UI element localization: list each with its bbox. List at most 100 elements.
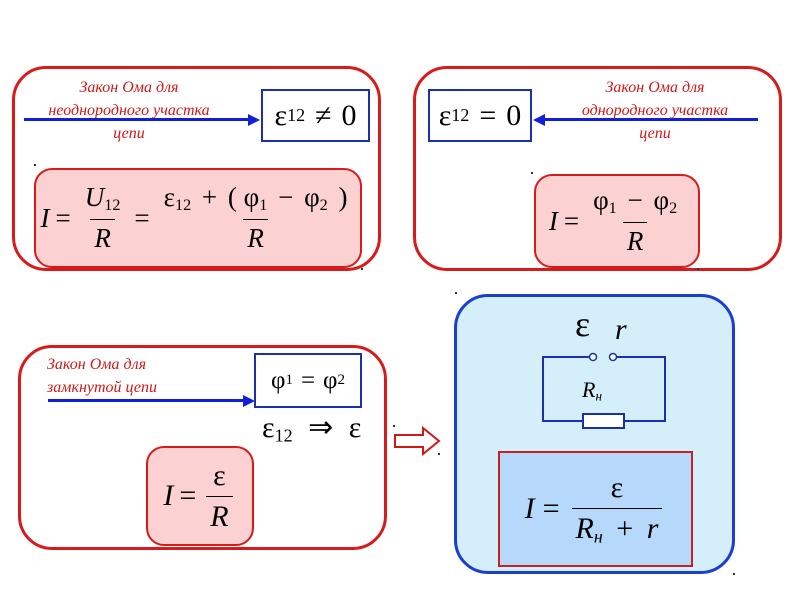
decor-dot	[361, 268, 363, 270]
arrow-right-line	[24, 118, 250, 121]
internal-resistance-label: r	[615, 313, 627, 346]
voltage-subscript: 12	[104, 196, 121, 215]
caption-line: цепи	[113, 125, 145, 142]
hollow-right-arrow-icon	[394, 426, 441, 456]
circuit-diagram	[542, 352, 666, 429]
plus-sign: +	[616, 511, 634, 545]
equals-sign: =	[55, 202, 71, 233]
phi-subscript: 2	[669, 199, 678, 218]
formula-box-closed: I = ε R	[146, 446, 254, 546]
formula-box-circuit: I = ε Rн + r	[498, 451, 693, 567]
emf-symbol: ε	[438, 98, 452, 132]
caption-closed: Закон Ома для замкнутой цепи	[47, 353, 247, 399]
equals-sign: =	[179, 479, 197, 512]
formula-box-uniform: I = φ1 − φ2 R	[534, 174, 700, 268]
resistance-symbol: R	[206, 495, 233, 534]
caption-line: цепи	[639, 125, 671, 142]
resistance-symbol: R	[90, 218, 115, 254]
phi-symbol: φ	[304, 182, 320, 213]
emf-subscript: 12	[287, 105, 306, 125]
resistance-symbol: R	[582, 377, 596, 402]
emf-symbol: ε	[274, 98, 288, 132]
emf-symbol: ε	[213, 458, 226, 492]
current-symbol: I	[524, 492, 535, 525]
close-paren: )	[338, 182, 348, 213]
fraction-potential-difference: φ1 − φ2 R	[589, 185, 681, 256]
fraction-emf-over-resistance: ε R	[206, 458, 233, 534]
emf-symbol: ε	[262, 411, 275, 444]
emf-symbol: ε	[163, 182, 175, 213]
arrow-right-head-icon	[248, 113, 260, 126]
decor-dot	[438, 453, 440, 455]
value: 0	[341, 98, 357, 132]
implies-arrow: ⇒	[308, 411, 334, 444]
fraction-voltage-over-resistance: U12 R	[81, 182, 125, 253]
value: 0	[506, 98, 522, 132]
resistance-symbol: R	[575, 511, 594, 545]
terminal-left-icon	[588, 352, 598, 362]
circuit-wires	[542, 356, 666, 422]
relation-symbol: =	[479, 98, 497, 132]
load-resistance-label: Rн	[582, 377, 602, 404]
relation-symbol: =	[300, 366, 316, 394]
phi-symbol: φ	[653, 185, 670, 216]
decor-dot	[455, 292, 457, 294]
resistor-icon	[582, 413, 625, 429]
caption-line: Закон Ома для	[605, 79, 705, 96]
decor-dot	[733, 573, 735, 575]
relation-symbol: ≠	[315, 98, 332, 132]
minus-sign: −	[627, 185, 643, 216]
fraction-emf-over-total-resistance: ε Rн + r	[571, 470, 663, 548]
emf-symbol: ε	[348, 411, 362, 444]
emf-symbol: ε	[610, 470, 624, 504]
formula-box-nonuniform: I = U12 R = ε12 + ( φ1 − φ2 ) R	[34, 168, 362, 268]
equals-sign: =	[563, 205, 580, 236]
equals-sign: =	[542, 492, 560, 525]
phi-symbol: φ	[593, 185, 609, 216]
caption-line: замкнутой цепи	[47, 379, 158, 396]
terminal-right-icon	[608, 352, 618, 362]
decor-dot	[697, 268, 699, 270]
caption-uniform: Закон Ома для однородного участка цепи	[550, 76, 760, 145]
implication-emf: ε12 ⇒ ε	[262, 410, 361, 447]
fraction-emf-and-potentials: ε12 + ( φ1 − φ2 ) R	[160, 182, 352, 253]
decor-dot	[393, 425, 395, 427]
resistance-symbol: R	[622, 221, 648, 257]
resistance-symbol: R	[243, 218, 268, 254]
phi-subscript: 2	[337, 372, 345, 388]
caption-line: Закон Ома для	[79, 79, 179, 96]
arrow-right-line	[48, 399, 244, 402]
voltage-symbol: U	[84, 182, 105, 213]
caption-line: однородного участка	[581, 102, 729, 119]
load-subscript: н	[595, 388, 602, 404]
phi-symbol: φ	[243, 182, 260, 213]
arrow-left-head-icon	[533, 113, 545, 126]
current-symbol: I	[548, 205, 558, 236]
current-symbol: I	[40, 202, 50, 233]
emf-subscript: 12	[174, 196, 192, 215]
phi-subscript: 2	[319, 196, 328, 215]
phi-subscript: 1	[285, 372, 293, 388]
emf-label: ε	[575, 304, 591, 344]
caption-nonuniform: Закон Ома для неоднородного участка цепи	[20, 76, 238, 145]
equals-sign: =	[134, 202, 150, 233]
emf-subscript: 12	[451, 105, 470, 125]
decor-dot	[531, 172, 533, 174]
internal-resistance-symbol: r	[646, 511, 659, 545]
arrow-left-line	[544, 118, 758, 121]
phi-symbol: φ	[323, 366, 338, 394]
open-paren: (	[227, 182, 237, 213]
minus-sign: −	[278, 182, 294, 213]
phi-subscript: 1	[259, 196, 268, 215]
caption-line: Закон Ома для	[47, 356, 147, 373]
arrow-right-head-icon	[243, 394, 255, 407]
phi-symbol: φ	[271, 366, 286, 394]
phi-subscript: 1	[608, 199, 617, 218]
load-subscript: н	[593, 526, 603, 547]
current-symbol: I	[163, 479, 174, 512]
emf-subscript: 12	[274, 425, 293, 446]
plus-sign: +	[201, 182, 218, 213]
